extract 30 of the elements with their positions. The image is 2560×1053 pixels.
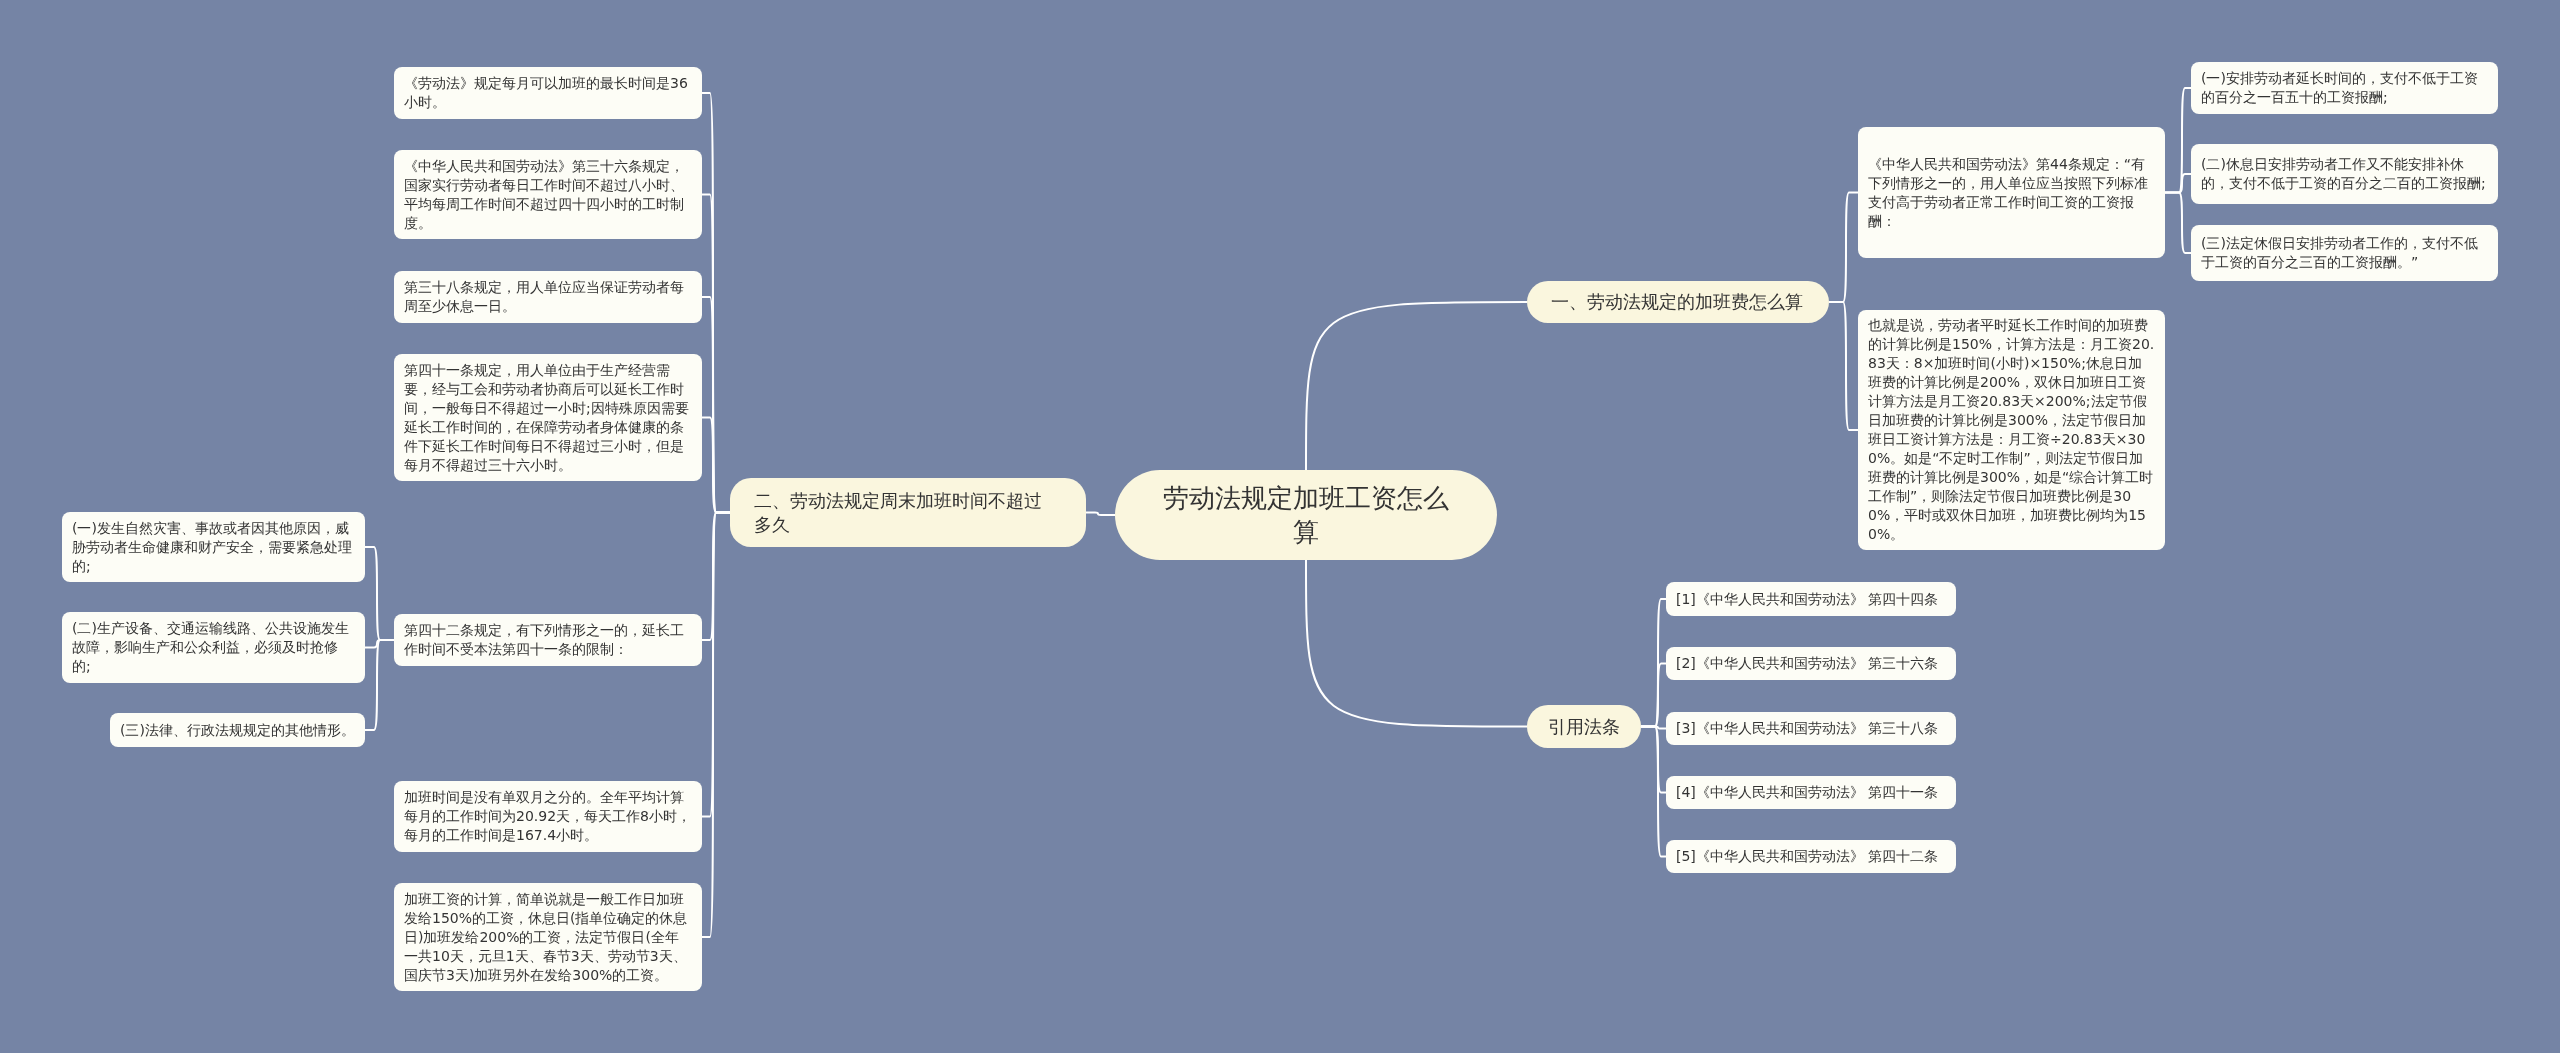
topic-box: [2]《中华人民共和国劳动法》 第三十六条 [1666, 647, 1956, 680]
topic-box: (一)发生自然灾害、事故或者因其他原因，威胁劳动者生命健康和财产安全，需要紧急处理的; [62, 512, 365, 582]
topic-box: 也就是说，劳动者平时延长工作时间的加班费的计算比例是150%，计算方法是：月工资20.83天：8×加班时间(小时)×150%;休息日加班费的计算比例是200%，双休日加班日工资计算方法是月工资20.83天×200%;法定节假日加班费的计算比例是300%，法定节假日加班日工资计算方法是：月工资÷20.83天×300%。如是“不定时工作制”，则法定节假日加班费的计算比例是300%，如是“综合计算工时工作制”，则除法定节假日加班费比例是300%，平时或双休日加班，加班费比例均为150%。 [1858, 310, 2165, 550]
topic-box: [4]《中华人民共和国劳动法》 第四十一条 [1666, 776, 1956, 809]
connector-line [1305, 301, 1528, 471]
topic-box: (二)休息日安排劳动者工作又不能安排补休的，支付不低于工资的百分之二百的工资报酬; [2191, 144, 2498, 204]
connector-line [1305, 559, 1528, 728]
central-topic: 劳动法规定加班工资怎么算 [1115, 470, 1497, 560]
topic-box: (三)法定休假日安排劳动者工作的，支付不低于工资的百分之三百的工资报酬。” [2191, 225, 2498, 281]
branch-topic: 引用法条 [1527, 705, 1641, 748]
connector-line [364, 639, 395, 731]
connector-line [1085, 511, 1116, 516]
topic-box: (一)安排劳动者延长时间的，支付不低于工资的百分之一百五十的工资报酬; [2191, 62, 2498, 114]
branch-topic: 一、劳动法规定的加班费怎么算 [1527, 281, 1829, 323]
connector-line [1640, 725, 1667, 858]
topic-box: 第四十一条规定，用人单位由于生产经营需要，经与工会和劳动者协商后可以延长工作时间，一般每日不得超过一小时;因特殊原因需要延长工作时间的，在保障劳动者身体健康的条件下延长工作时间每日不得超过三小时，但是每月不得超过三十六小时。 [394, 354, 702, 481]
connector-line [2164, 191, 2192, 254]
topic-box: [5]《中华人民共和国劳动法》 第四十二条 [1666, 840, 1956, 873]
topic-box: [3]《中华人民共和国劳动法》 第三十八条 [1666, 712, 1956, 745]
topic-box: 加班时间是没有单双月之分的。全年平均计算每月的工作时间为20.92天，每天工作8小时，每月的工作时间是167.4小时。 [394, 781, 702, 852]
branch-topic: 二、劳动法规定周末加班时间不超过多久 [730, 478, 1086, 547]
topic-box: 《中华人民共和国劳动法》第三十六条规定，国家实行劳动者每日工作时间不超过八小时、平均每周工作时间不超过四十四小时的工时制度。 [394, 150, 702, 239]
topic-box: (三)法律、行政法规规定的其他情形。 [110, 713, 365, 747]
topic-box: 《劳动法》规定每月可以加班的最长时间是36小时。 [394, 67, 702, 119]
topic-box: 第四十二条规定，有下列情形之一的，延长工作时间不受本法第四十一条的限制： [394, 614, 702, 666]
topic-box: 《中华人民共和国劳动法》第44条规定：“有下列情形之一的，用人单位应当按照下列标准支付高于劳动者正常工作时间工资的工资报酬： [1858, 127, 2165, 258]
topic-box: 加班工资的计算，简单说就是一般工作日加班发给150%的工资，休息日(指单位确定的休息日)加班发给200%的工资，法定节假日(全年一共10天，元旦1天、春节3天、劳动节3天、国庆节3天)加班另外在发给300%的工资。 [394, 883, 702, 991]
topic-box: 第三十八条规定，用人单位应当保证劳动者每周至少休息一日。 [394, 271, 702, 323]
topic-box: (二)生产设备、交通运输线路、公共设施发生故障，影响生产和公众利益，必须及时抢修的; [62, 612, 365, 683]
topic-box: [1]《中华人民共和国劳动法》 第四十四条 [1666, 582, 1956, 616]
